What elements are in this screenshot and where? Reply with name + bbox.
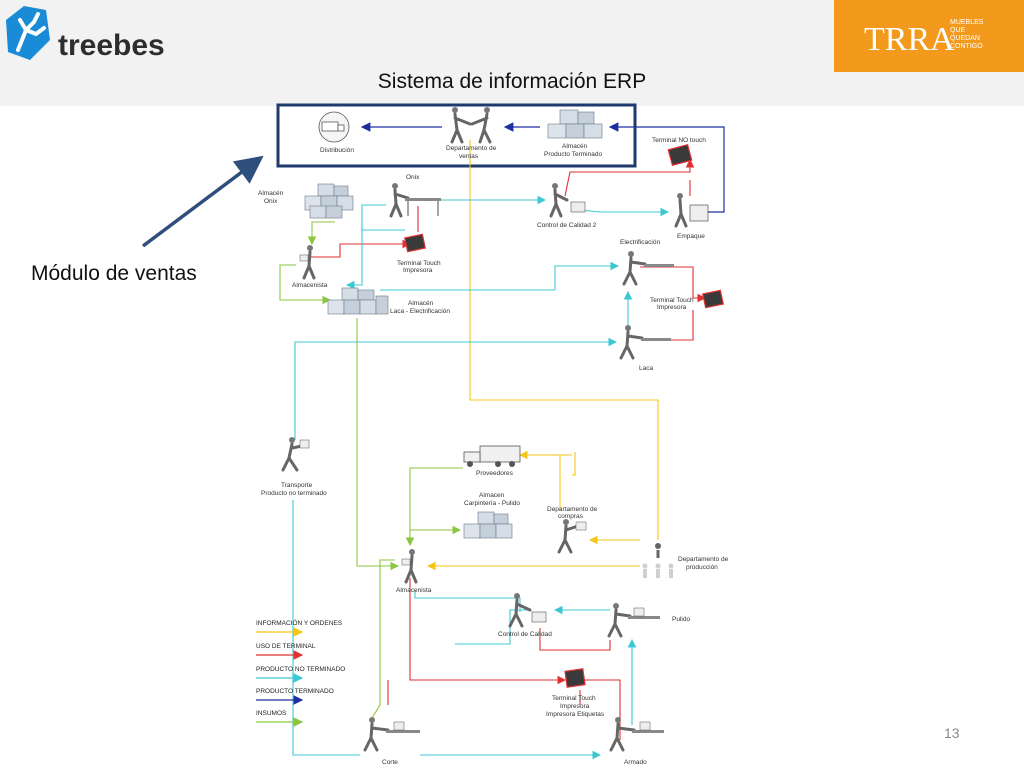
onix-worker-node: Onix (389, 174, 441, 218)
trra-tagline-3: QUEDAN (950, 35, 980, 42)
empaque-label: Empaque (677, 233, 705, 240)
trra-brand-text: TRRA (864, 21, 955, 58)
trra-tagline-2: QUE (950, 27, 966, 34)
legend-item-info: INFORMACIÓN Y ORDENES (256, 618, 343, 637)
legend: INFORMACIÓN Y ORDENES USO DE TERMINAL PR… (256, 618, 345, 727)
dept-compras-label-1: Departamento de (547, 506, 598, 513)
armado-label: Armado (624, 759, 647, 766)
dept-produccion-label-2: producción (686, 564, 718, 571)
trra-tagline-4: CONTIGO (950, 43, 983, 50)
legend-item-unfinished: PRODUCTO NO TERMINADO (256, 666, 345, 683)
terminal-touch-2-label-1: Terminal Touch (650, 297, 694, 304)
almacen-carpinteria-label-1: Almacen (479, 492, 505, 499)
almacen-onix-label-2: Onix (264, 198, 278, 205)
almacen-carpinteria-label-2: Carpintería - Pulido (464, 500, 520, 507)
terminal-touch-3-label-1: Terminal Touch (552, 695, 596, 702)
terminal-touch-1-label-1: Terminal Touch (397, 260, 441, 267)
laca-label: Laca (639, 365, 653, 372)
svg-text:USO DE TERMINAL: USO DE TERMINAL (256, 643, 316, 650)
corte-label: Corte (382, 759, 398, 766)
dept-ventas-label-1: Departamento de (446, 145, 497, 152)
transporte-label-2: Producto no terminado (261, 490, 327, 497)
svg-text:INFORMACIÓN Y ORDENES: INFORMACIÓN Y ORDENES (256, 618, 343, 627)
control-calidad-2-label: Control de Calidad 2 (537, 222, 597, 229)
callout-label: Módulo de ventas (31, 262, 197, 285)
electrificacion-label: Electrificación (620, 239, 660, 246)
almacen-laca-label-2: Laca - Electrificación (390, 308, 450, 315)
almacen-onix-node: Almacén Onix (258, 183, 354, 219)
proveedores-node: Proveedores (463, 445, 521, 477)
almacen-pt-label-2: Producto Terminado (544, 151, 602, 158)
almacenista-top-label: Almacenista (292, 282, 328, 289)
sales-module-highlight (276, 103, 637, 168)
svg-text:PRODUCTO TERMINADO: PRODUCTO TERMINADO (256, 688, 334, 695)
almacenista-bottom-node: Almacenista (396, 549, 432, 594)
trra-tagline-1: MUEBLES (950, 19, 984, 26)
terminal-touch-3-node: Terminal Touch Impresora Impresora Etiqu… (546, 668, 605, 718)
corte-node: Corte (363, 717, 420, 766)
treebes-logo-text: treebes (58, 29, 165, 62)
onix-label: Onix (406, 174, 420, 181)
legend-item-terminal: USO DE TERMINAL (256, 643, 316, 660)
distribucion-node: Distribución (318, 111, 354, 154)
terminal-no-touch-node: Terminal NO touch (652, 137, 706, 167)
page-number: 13 (944, 725, 960, 741)
almacenista-bottom-label: Almacenista (396, 587, 432, 594)
almacen-pt-node: Almacén Producto Terminado (544, 109, 602, 158)
transporte-label-1: Transporte (281, 482, 313, 489)
terminal-touch-2-node: Terminal Touch Impresora (650, 289, 724, 311)
dept-compras-node: Departamento de compras (547, 506, 598, 554)
proveedores-label: Proveedores (476, 470, 514, 477)
svg-text:INSUMOS: INSUMOS (256, 710, 287, 717)
control-calidad-label: Control de Calidad (498, 631, 552, 638)
terminal-touch-1-node: Terminal Touch Impresora (397, 233, 441, 274)
pulido-label: Pulido (672, 616, 690, 623)
tree-logo-icon (6, 6, 50, 60)
legend-item-finished: PRODUCTO TERMINADO (256, 688, 334, 705)
almacen-laca-label-1: Almacén (408, 300, 434, 307)
legend-item-supplies: INSUMOS (256, 710, 304, 727)
dept-ventas-label-2: ventas (459, 153, 479, 160)
pulido-node: Pulido (607, 603, 690, 638)
slide-title: Sistema de información ERP (377, 70, 647, 93)
empaque-node: Empaque (674, 193, 709, 240)
distribucion-label: Distribución (320, 147, 354, 154)
dept-produccion-node: Departamento de producción (642, 543, 729, 578)
terminal-touch-1-label-2: Impresora (403, 267, 433, 274)
control-calidad-2-node: Control de Calidad 2 (537, 183, 597, 229)
flow-lines (279, 122, 725, 760)
transporte-node: Transporte Producto no terminado (261, 437, 327, 497)
terminal-touch-3-label-3: Impresora Etiquetas (546, 711, 605, 718)
laca-node: Laca (619, 325, 671, 372)
dept-compras-label-2: compras (558, 513, 584, 520)
terminal-touch-3-label-2: Impresora (560, 703, 590, 710)
almacen-carpinteria-node: Almacen Carpintería - Pulido (463, 492, 520, 539)
almacen-pt-label-1: Almacén (562, 143, 588, 150)
dept-produccion-label-1: Departamento de (678, 556, 729, 563)
svg-text:PRODUCTO NO TERMINADO: PRODUCTO NO TERMINADO (256, 666, 345, 673)
armado-node: Armado (609, 717, 664, 766)
trra-logo: TRRA MUEBLES QUE QUEDAN CONTIGO (834, 0, 1024, 72)
dept-ventas-node: Departamento de ventas (446, 107, 497, 160)
terminal-no-touch-label: Terminal NO touch (652, 137, 706, 144)
almacen-onix-label-1: Almacén (258, 190, 284, 197)
control-calidad-node: Control de Calidad (498, 593, 552, 638)
almacenista-top-node: Almacenista (292, 245, 328, 289)
electrificacion-node: Electrificación (620, 239, 674, 286)
terminal-touch-2-label-2: Impresora (657, 304, 687, 311)
callout-arrow (141, 155, 264, 248)
almacen-laca-node: Almacén Laca - Electrificación (327, 287, 450, 315)
treebes-logo: treebes (6, 6, 165, 62)
